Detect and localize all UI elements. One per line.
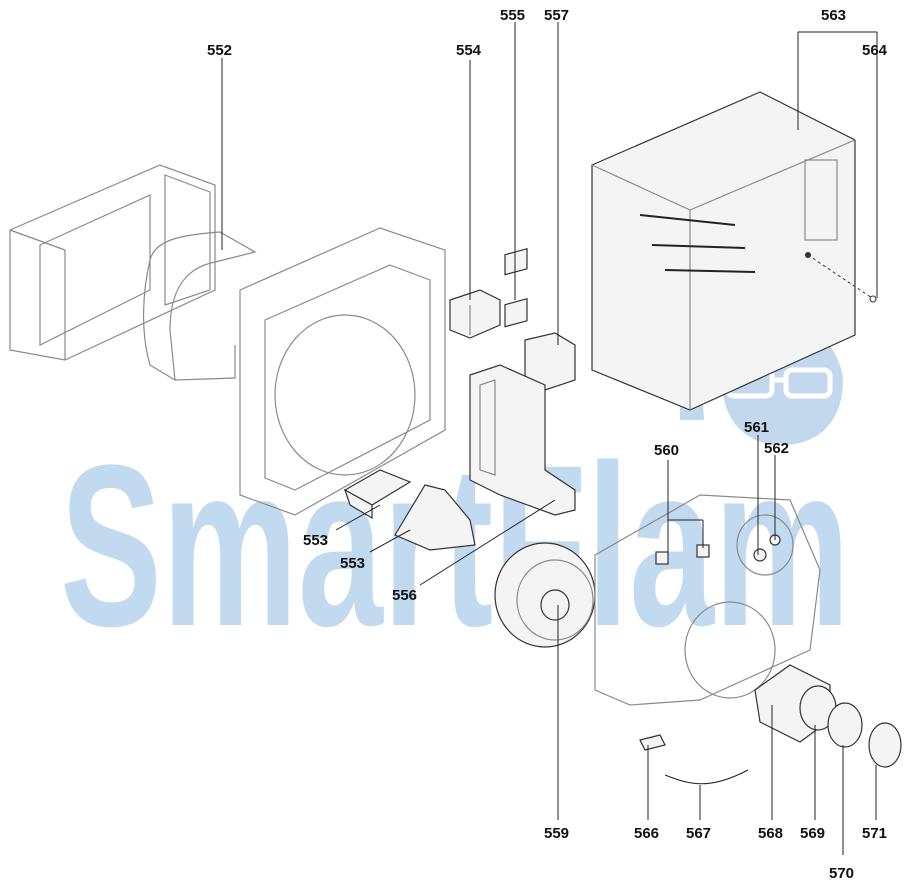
air-duct xyxy=(142,231,257,382)
callout-556: 556 xyxy=(392,587,417,604)
connectors xyxy=(504,248,528,328)
callout-569: 569 xyxy=(800,825,825,842)
flange-570 xyxy=(827,702,863,748)
adapter-571 xyxy=(868,722,902,768)
motor xyxy=(754,664,837,743)
burner-cover xyxy=(591,91,877,411)
callout-557: 557 xyxy=(544,7,569,24)
callout-561: 561 xyxy=(744,419,769,436)
callout-559: 559 xyxy=(544,825,569,842)
fan-wheel xyxy=(494,542,596,648)
callout-554: 554 xyxy=(456,42,482,59)
callout-552: 552 xyxy=(207,42,232,59)
callout-563: 563 xyxy=(821,7,846,24)
callout-562: 562 xyxy=(764,440,789,457)
base-plate xyxy=(469,364,576,516)
clip-560 xyxy=(655,544,710,565)
callout-560: 560 xyxy=(654,442,679,459)
callout-553b: 553 xyxy=(340,555,365,572)
back-housing xyxy=(9,164,216,361)
clip-566 xyxy=(639,734,666,751)
callout-566: 566 xyxy=(634,825,659,842)
callout-labels: 552 553 553 554 555 556 557 559 560 561 … xyxy=(207,7,888,882)
cable-567 xyxy=(664,769,749,785)
bracket-553a xyxy=(343,469,412,520)
callout-568: 568 xyxy=(758,825,783,842)
leader-lines xyxy=(221,22,878,855)
callout-571: 571 xyxy=(862,825,887,842)
control-module xyxy=(449,289,501,339)
center-housing xyxy=(239,227,446,516)
callout-570: 570 xyxy=(829,865,854,882)
mounting-plate xyxy=(594,494,821,706)
callout-553a: 553 xyxy=(303,532,328,549)
bracket-553b xyxy=(394,484,476,551)
callout-567: 567 xyxy=(686,825,711,842)
callout-564: 564 xyxy=(862,42,888,59)
callout-555: 555 xyxy=(500,7,525,24)
